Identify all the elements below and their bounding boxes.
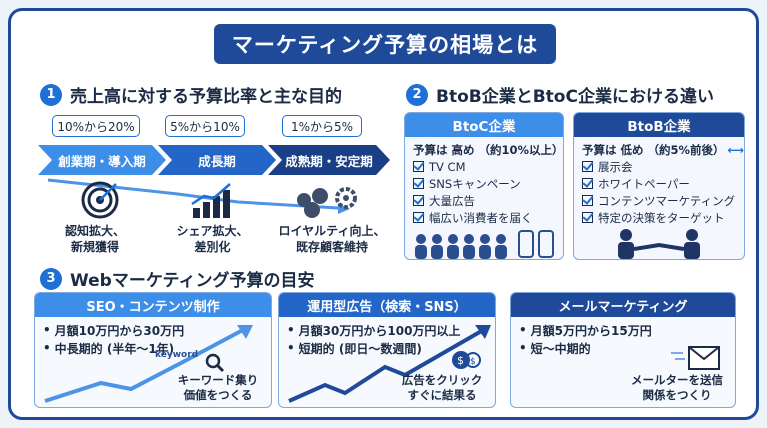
section3-heading: 3 Webマーケティング予算の目安 [40, 266, 314, 291]
checkbox-icon [413, 161, 424, 172]
email-bullet: 月額5万円から15万円 [519, 321, 727, 339]
btoc-item: TV CM [413, 158, 555, 175]
ads-card-title: 運用型広告（検索・SNS） [279, 293, 495, 317]
checkbox-icon [413, 195, 424, 206]
ads-bullet: 月額30万円から100万円以上 [287, 321, 487, 339]
btob-item: コンテンツマーケティング [582, 192, 736, 209]
envelope-icon [671, 346, 720, 370]
target-icon [81, 181, 119, 219]
rate-stage3: 1%から5% [282, 115, 362, 137]
btob-panel: BtoB企業 予算は 低め （約5%前後） ⟷ 展示会 ホワイトペーパー コンテ… [573, 112, 745, 260]
seo-note: キーワード集り価値をつくる [177, 373, 259, 402]
btob-item: 展示会 [582, 158, 736, 175]
coins-icon: $ $ [452, 351, 481, 369]
seo-card-title: SEO・コンテンツ制作 [35, 293, 271, 317]
checkbox-icon [582, 212, 593, 223]
btob-budget: 予算は 低め （約5%前後） ⟷ [582, 142, 745, 157]
email-note: メールターを送信関係をつくり [631, 373, 723, 402]
bar-chart-growth-icon [191, 183, 231, 218]
btoc-item: 大量広告 [413, 192, 555, 209]
seo-card: SEO・コンテンツ制作 月額10万円から30万円 中長期的 (半年〜1年) ke… [34, 292, 272, 408]
seo-bullet: 中長期的 (半年〜1年) [43, 339, 263, 357]
checkbox-icon [413, 212, 424, 223]
rate-stage2: 5%から10% [165, 115, 245, 137]
section1-heading: 1 売上高に対する予算比率と主な目的 [40, 82, 342, 107]
section2-heading: 2 BtoB企業とBtoC企業における違い [406, 82, 714, 107]
ads-bullet: 短期的 (即日〜数週間) [287, 339, 487, 357]
btoc-item: 幅広い消費者を届く [413, 209, 555, 226]
section2-title: BtoB企業とBtoC企業における違い [436, 87, 714, 107]
btob-title: BtoB企業 [574, 113, 744, 137]
stage2-purpose: シェア拡大、差別化 [176, 224, 249, 254]
rate-stage1: 10%から20% [52, 115, 140, 137]
checkbox-icon [413, 178, 424, 189]
crowd-smartphone-icon [415, 230, 554, 259]
keyword-cloud: keyword [155, 350, 199, 360]
growth-arrow-icon [44, 325, 253, 403]
email-card-title: メールマーケティング [511, 293, 735, 317]
handshake-icon [618, 229, 700, 259]
section1-number: 1 [40, 83, 62, 106]
stage3-chevron: 成熟期・安定期 [268, 145, 390, 175]
section2-number: 2 [406, 83, 428, 106]
checkbox-icon [582, 161, 593, 172]
btoc-title: BtoC企業 [405, 113, 563, 137]
ads-card: 運用型広告（検索・SNS） 月額30万円から100万円以上 短期的 (即日〜数週… [278, 292, 496, 408]
page-title: マーケティング予算の相場とは [214, 24, 556, 64]
magnifier-icon [205, 353, 225, 373]
section1-title: 売上高に対する予算比率と主な目的 [70, 87, 342, 107]
btoc-budget: 予算は 高め （約10%以上） ↗ [413, 142, 564, 157]
section3-title: Webマーケティング予算の目安 [70, 271, 315, 291]
btob-item: 特定の決策をターゲット [582, 209, 736, 226]
stage1-purpose: 認知拡大、新規獲得 [64, 224, 125, 254]
btoc-panel: BtoC企業 予算は 高め （約10%以上） ↗ TV CM SNSキャンペーン… [404, 112, 564, 260]
ads-note: 広告をクリックすぐに結果る [401, 373, 483, 402]
two-way-arrow-icon: ⟷ [727, 142, 745, 157]
btob-item: ホワイトペーパー [582, 175, 736, 192]
btoc-item: SNSキャンペーン [413, 175, 555, 192]
customers-gear-icon [297, 187, 357, 218]
svg-text:$: $ [470, 357, 476, 367]
email-card: メールマーケティング 月額5万円から15万円 短〜中期的 メールターを送信関係を… [510, 292, 736, 408]
stage2-chevron: 成長期 [158, 145, 276, 175]
checkbox-icon [582, 195, 593, 206]
seo-bullet: 月額10万円から30万円 [43, 321, 263, 339]
stage3-purpose: ロイヤルティ向上、既存顧客維持 [278, 224, 386, 254]
checkbox-icon [582, 178, 593, 189]
stage1-chevron: 創業期・導入期 [38, 145, 166, 175]
email-bullet: 短〜中期的 [519, 339, 727, 357]
section3-number: 3 [40, 267, 62, 290]
svg-text:$: $ [457, 354, 464, 367]
zigzag-growth-arrow-icon [288, 325, 491, 403]
